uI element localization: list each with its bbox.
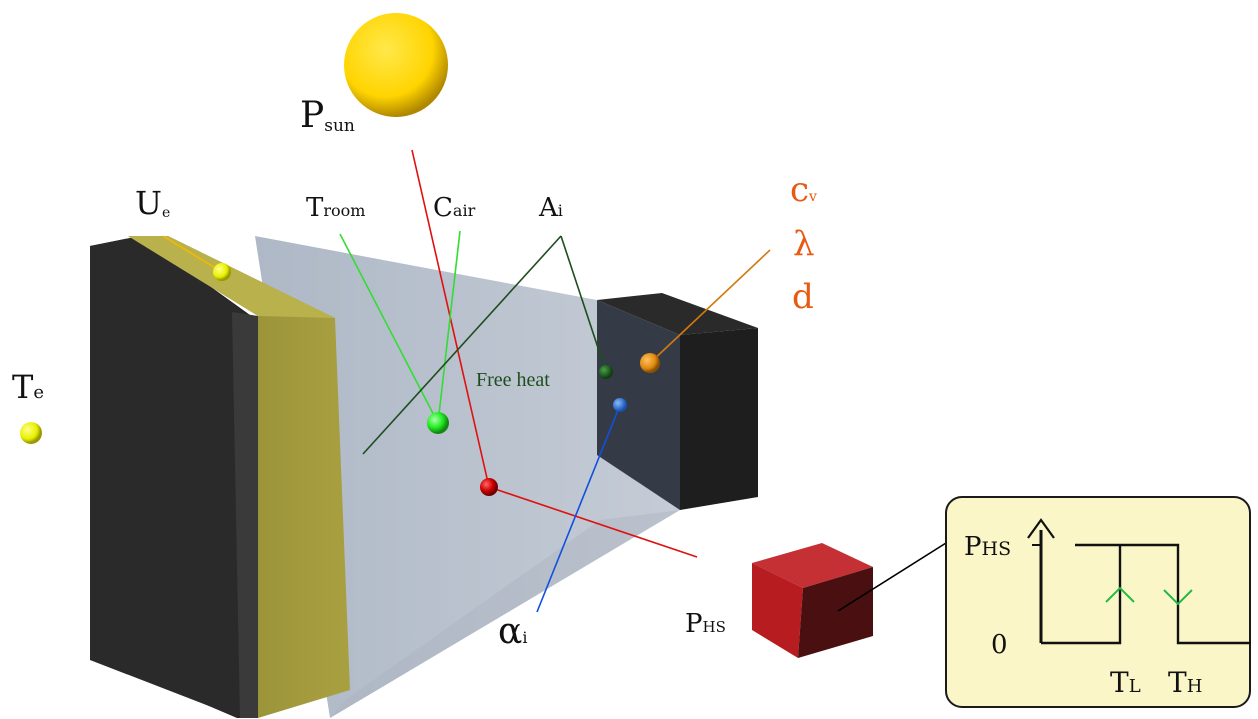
inner-wall-side (680, 328, 758, 510)
ai-line-right (560, 235, 607, 373)
params-line (649, 249, 771, 364)
heater-top (752, 543, 873, 588)
heater-line (488, 486, 698, 558)
insulation-top (128, 236, 335, 318)
troom-dot (427, 412, 449, 434)
alpha-line (536, 404, 621, 613)
label-lambda: λ (793, 224, 815, 264)
ue-dot (213, 263, 231, 281)
hysteresis-up-arrow (1105, 586, 1135, 603)
outer-wall-edge (232, 312, 258, 718)
inner-wall-top (597, 293, 758, 335)
label-t-room: Troom (306, 193, 365, 223)
label-free-heat: Free heat (476, 369, 550, 391)
label-p-sun: Psun (300, 95, 355, 136)
insulation-layer (128, 236, 350, 718)
hysteresis-down-arrow (1163, 589, 1193, 606)
hysteresis-connector (837, 542, 947, 612)
hysteresis-y-label: PHS (964, 532, 1011, 562)
inner-wall-front (597, 300, 680, 510)
room-volume (255, 236, 680, 718)
ue-line (162, 235, 223, 273)
hysteresis-loop (1075, 543, 1251, 645)
hysteresis-low-branch (1041, 545, 1122, 645)
hysteresis-tl-label: TL (1110, 666, 1141, 699)
heat-source-dot (480, 478, 498, 496)
heater-front (752, 563, 803, 658)
params-dot (640, 353, 660, 373)
label-c-air: Cair (433, 193, 476, 223)
te-dot (20, 422, 42, 444)
cair-line (437, 230, 461, 424)
label-p-hs: PHS (685, 609, 726, 639)
room-floor-shade (330, 510, 680, 718)
label-u-e: Ue (135, 184, 170, 222)
label-alpha-i: αi (498, 611, 527, 652)
ai-line-left (362, 235, 562, 455)
label-c-v: cv (790, 170, 817, 210)
sun-icon (344, 13, 448, 117)
troom-line (339, 233, 439, 424)
hysteresis-zero-label: 0 (991, 630, 1008, 660)
heater-side (798, 567, 873, 658)
hysteresis-panel-bg (945, 496, 1251, 708)
alpha-dot (613, 398, 627, 412)
hysteresis-y-arrow (1027, 518, 1055, 539)
hysteresis-th-label: TH (1168, 666, 1202, 699)
label-a-i: Ai (538, 193, 563, 223)
outer-wall-side (90, 236, 252, 718)
ai-dot (599, 365, 613, 379)
label-d: d (792, 277, 814, 317)
hysteresis-panel: PHS 0 TL TH (945, 496, 1251, 708)
label-t-e: Te (12, 368, 44, 406)
